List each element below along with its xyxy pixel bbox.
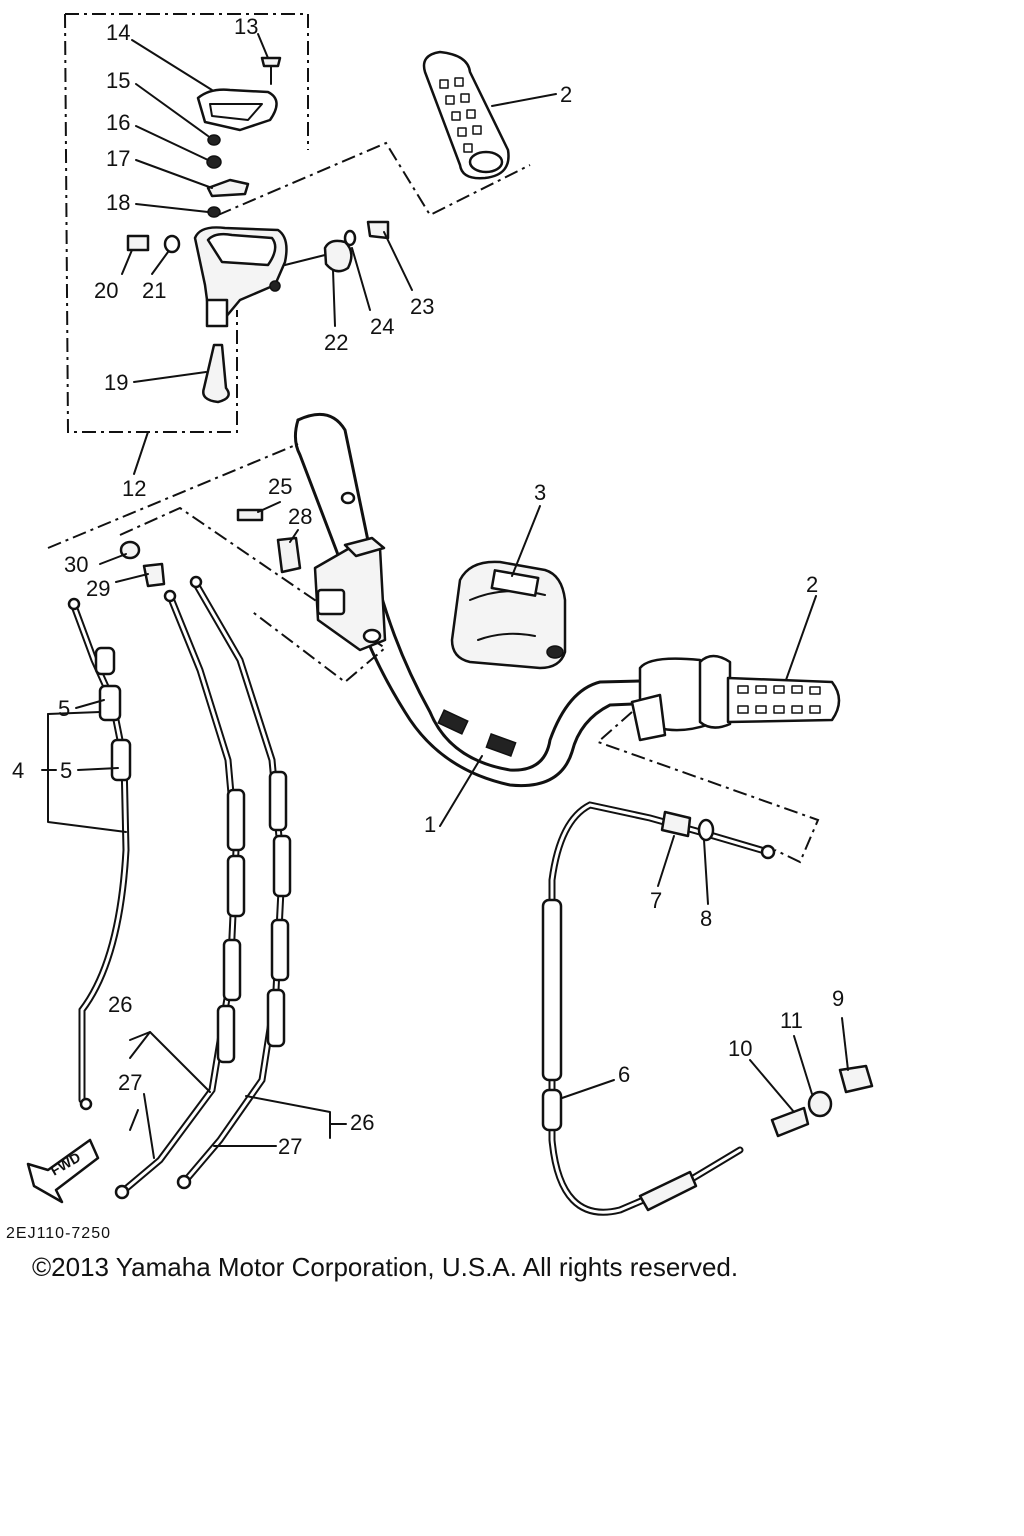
callout-4: 4 (12, 758, 24, 783)
callout-6: 6 (618, 1062, 630, 1087)
part-29 (142, 562, 166, 588)
fwd-arrow-icon: FWD (26, 1138, 100, 1204)
callout-25: 25 (268, 474, 292, 499)
cable-26-27-left (114, 589, 246, 1200)
part-11 (807, 1090, 833, 1118)
callout-19: 19 (104, 370, 128, 395)
grip-phantom-line (217, 141, 531, 217)
throttle-housing (193, 226, 288, 328)
callout-21: 21 (142, 278, 166, 303)
callout-26-left: 26 (108, 992, 132, 1017)
callout-22: 22 (324, 330, 348, 355)
part-28 (276, 536, 302, 574)
callout-11: 11 (780, 1008, 803, 1033)
part-22 (323, 239, 353, 273)
part-25 (236, 508, 264, 522)
callout-7: 7 (650, 888, 662, 913)
callout-16: 16 (106, 110, 130, 135)
cable-26-27-right (176, 575, 292, 1190)
callout-17: 17 (106, 146, 130, 171)
callout-24: 24 (370, 314, 394, 339)
part-18 (207, 206, 221, 218)
callout-27-left: 27 (118, 1070, 142, 1095)
switch-phantom-line-2 (119, 506, 387, 684)
copyright-notice: ©2013 Yamaha Motor Corporation, U.S.A. A… (32, 1252, 739, 1282)
callout-8: 8 (700, 906, 712, 931)
washer-24 (343, 229, 357, 247)
part-10 (770, 1106, 810, 1138)
throttle-assembly-box (64, 13, 309, 433)
grip-lower (630, 654, 841, 742)
exploded-parts-diagram: FWD 1 2 2 3 4 5 5 6 7 8 9 10 11 12 13 14… (6, 13, 874, 1242)
part-9 (838, 1064, 874, 1094)
callout-30: 30 (64, 552, 88, 577)
lever-phantom-line (596, 711, 820, 864)
callout-27-right: 27 (278, 1134, 302, 1159)
callout-28: 28 (288, 504, 312, 529)
callout-10: 10 (728, 1036, 752, 1061)
callouts: 1 2 2 3 4 5 5 6 7 8 9 10 11 12 13 14 15 … (12, 14, 844, 1159)
switch-phantom-line (47, 443, 299, 549)
drawing-code: 2EJ110-7250 (6, 1225, 111, 1242)
handlebar-switch (313, 536, 387, 652)
bolt-20 (126, 234, 150, 252)
callout-26-right: 26 (350, 1110, 374, 1135)
callout-1: 1 (424, 812, 436, 837)
handlebar (293, 412, 682, 788)
part-19 (202, 343, 230, 404)
callout-9: 9 (832, 986, 844, 1011)
callout-13: 13 (234, 14, 258, 39)
grip-upper (422, 50, 510, 180)
callout-3: 3 (534, 480, 546, 505)
callout-18: 18 (106, 190, 130, 215)
callout-14: 14 (106, 20, 130, 45)
callout-2-lower: 2 (806, 572, 818, 597)
callout-2-upper: 2 (560, 82, 572, 107)
cable-6 (541, 801, 776, 1216)
part-16 (206, 155, 222, 169)
housing-cover (196, 88, 278, 132)
callout-12: 12 (122, 476, 146, 501)
cable-4 (67, 597, 132, 1111)
callout-5-upper: 5 (58, 696, 70, 721)
callout-23: 23 (410, 294, 434, 319)
leader-lines (41, 33, 849, 1159)
callout-20: 20 (94, 278, 118, 303)
switch-cover (450, 560, 567, 670)
callout-5-lower: 5 (60, 758, 72, 783)
washer-21 (163, 234, 181, 254)
callout-15: 15 (106, 68, 130, 93)
part-15 (207, 134, 221, 146)
callout-29: 29 (86, 576, 110, 601)
screw-13 (260, 56, 282, 85)
part-17 (206, 178, 250, 198)
